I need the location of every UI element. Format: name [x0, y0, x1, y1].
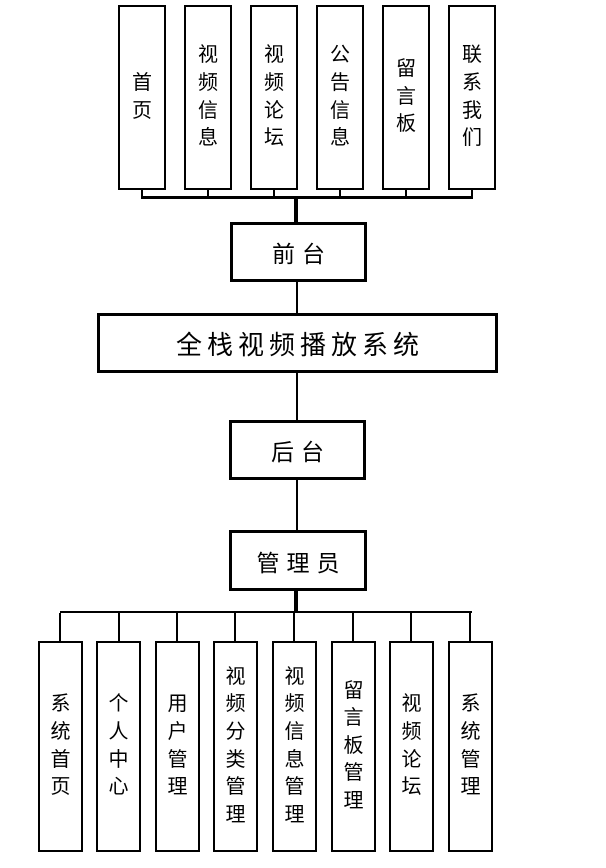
admin-module-box-video-category-mgmt: 视频分类管理 [213, 641, 258, 852]
connector-line [207, 190, 209, 199]
connector-line [59, 613, 61, 641]
connector-line [273, 190, 275, 199]
root-node-box: 全栈视频播放系统 [97, 313, 498, 373]
admin-module-label: 视频信息管理 [284, 665, 305, 826]
admin-module-box-system-home: 系统首页 [38, 641, 83, 852]
front-module-box-announcement: 公告信息 [316, 5, 364, 190]
admin-module-label: 系统首页 [50, 693, 71, 799]
connector-line [176, 613, 178, 641]
root-node-label: 全栈视频播放系统 [175, 330, 424, 360]
front-module-label: 留言板 [396, 58, 416, 136]
admin-module-label: 个人中心 [108, 693, 129, 799]
back-node-label: 后台 [271, 440, 331, 465]
connector-line [469, 613, 471, 641]
connector-line [294, 591, 298, 613]
connector-line [296, 373, 298, 420]
admin-node-box: 管理员 [229, 530, 367, 591]
admin-module-label: 视频论坛 [401, 693, 422, 799]
front-module-box-contact-us: 联系我们 [448, 5, 496, 190]
connector-line [293, 613, 295, 641]
front-module-box-message-board: 留言板 [382, 5, 430, 190]
back-node-box: 后台 [229, 420, 366, 480]
front-node-label: 前台 [272, 242, 332, 267]
connector-line [234, 613, 236, 641]
connector-line [352, 613, 354, 641]
admin-node-label: 管理员 [256, 550, 347, 576]
connector-line [296, 480, 298, 530]
connector-line [405, 190, 407, 199]
admin-module-box-personal-center: 个人中心 [96, 641, 141, 852]
admin-module-label: 用户管理 [167, 693, 188, 799]
connector-bus-top [142, 196, 473, 199]
front-module-label: 公告信息 [330, 44, 350, 150]
connector-bus-bottom [60, 611, 472, 613]
connector-line [410, 613, 412, 641]
admin-module-box-video-info-mgmt: 视频信息管理 [272, 641, 317, 852]
connector-line [296, 282, 298, 313]
admin-module-label: 系统管理 [460, 693, 481, 799]
front-module-box-video-forum: 视频论坛 [250, 5, 298, 190]
admin-module-box-system-mgmt: 系统管理 [448, 641, 493, 852]
front-module-label: 联系我们 [462, 44, 482, 150]
connector-line [471, 190, 473, 199]
admin-module-label: 留言板管理 [343, 679, 364, 812]
front-module-box-video-info: 视频信息 [184, 5, 232, 190]
front-module-box-home: 首页 [118, 5, 166, 190]
admin-module-box-user-mgmt: 用户管理 [155, 641, 200, 852]
connector-line [339, 190, 341, 199]
front-module-label: 视频论坛 [264, 44, 284, 150]
front-module-label: 视频信息 [198, 44, 218, 150]
front-node-box: 前台 [230, 222, 367, 282]
connector-line [294, 199, 298, 222]
admin-module-label: 视频分类管理 [225, 665, 246, 826]
connector-line [118, 613, 120, 641]
admin-module-box-message-board-mgmt: 留言板管理 [331, 641, 376, 852]
admin-module-box-video-forum: 视频论坛 [389, 641, 434, 852]
front-module-label: 首页 [132, 71, 152, 122]
connector-line [141, 190, 143, 199]
